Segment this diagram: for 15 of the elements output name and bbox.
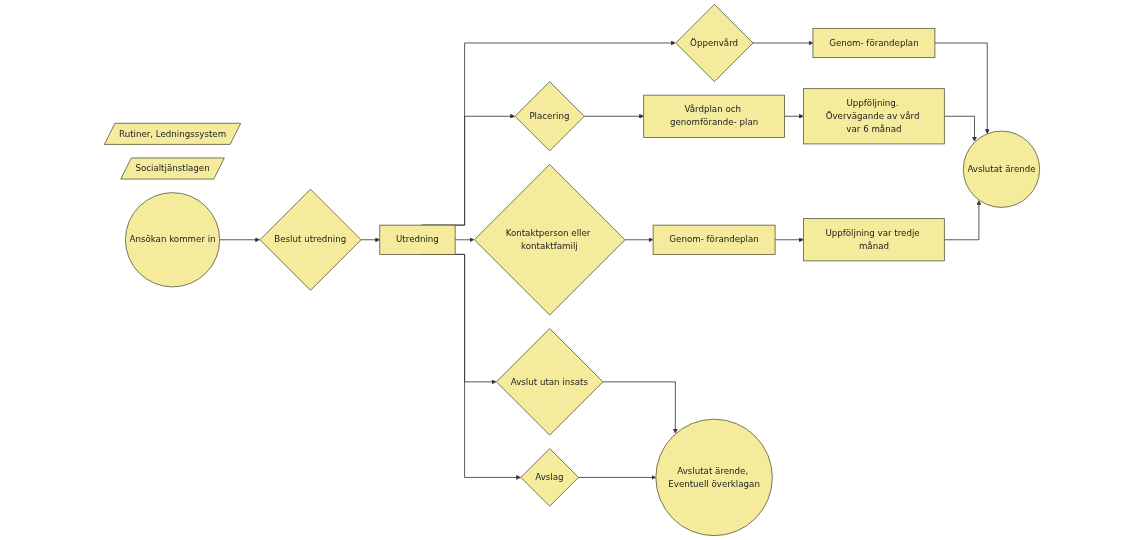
node-box: Genom- förandeplan <box>812 27 936 58</box>
node-box: Genom- förandeplan <box>652 224 776 255</box>
node-box: Vårdplan och genomförande- plan <box>643 94 785 138</box>
node-diamond: Avslut utan insats <box>496 328 604 436</box>
node-diamond: Beslut utredning <box>259 188 362 291</box>
node-diamond: Öppenvård <box>675 3 754 82</box>
node-diamond: Placering <box>514 81 585 152</box>
node-diamond: Kontaktperson eller kontaktfamilj <box>473 164 626 316</box>
node-circle: Avslutat ärende, Eventuell överklagan <box>655 418 773 537</box>
node-circle: Ansökan kommer in <box>125 192 221 288</box>
node-box: Utredning <box>379 224 456 255</box>
node-circle: Avslutat ärende <box>962 130 1041 208</box>
node-diamond: Avslag <box>520 448 579 507</box>
node-box: Uppföljning. Övervägande av vård var 6 månad <box>803 88 945 145</box>
node-box: Uppföljning var tredje månad <box>803 218 945 262</box>
